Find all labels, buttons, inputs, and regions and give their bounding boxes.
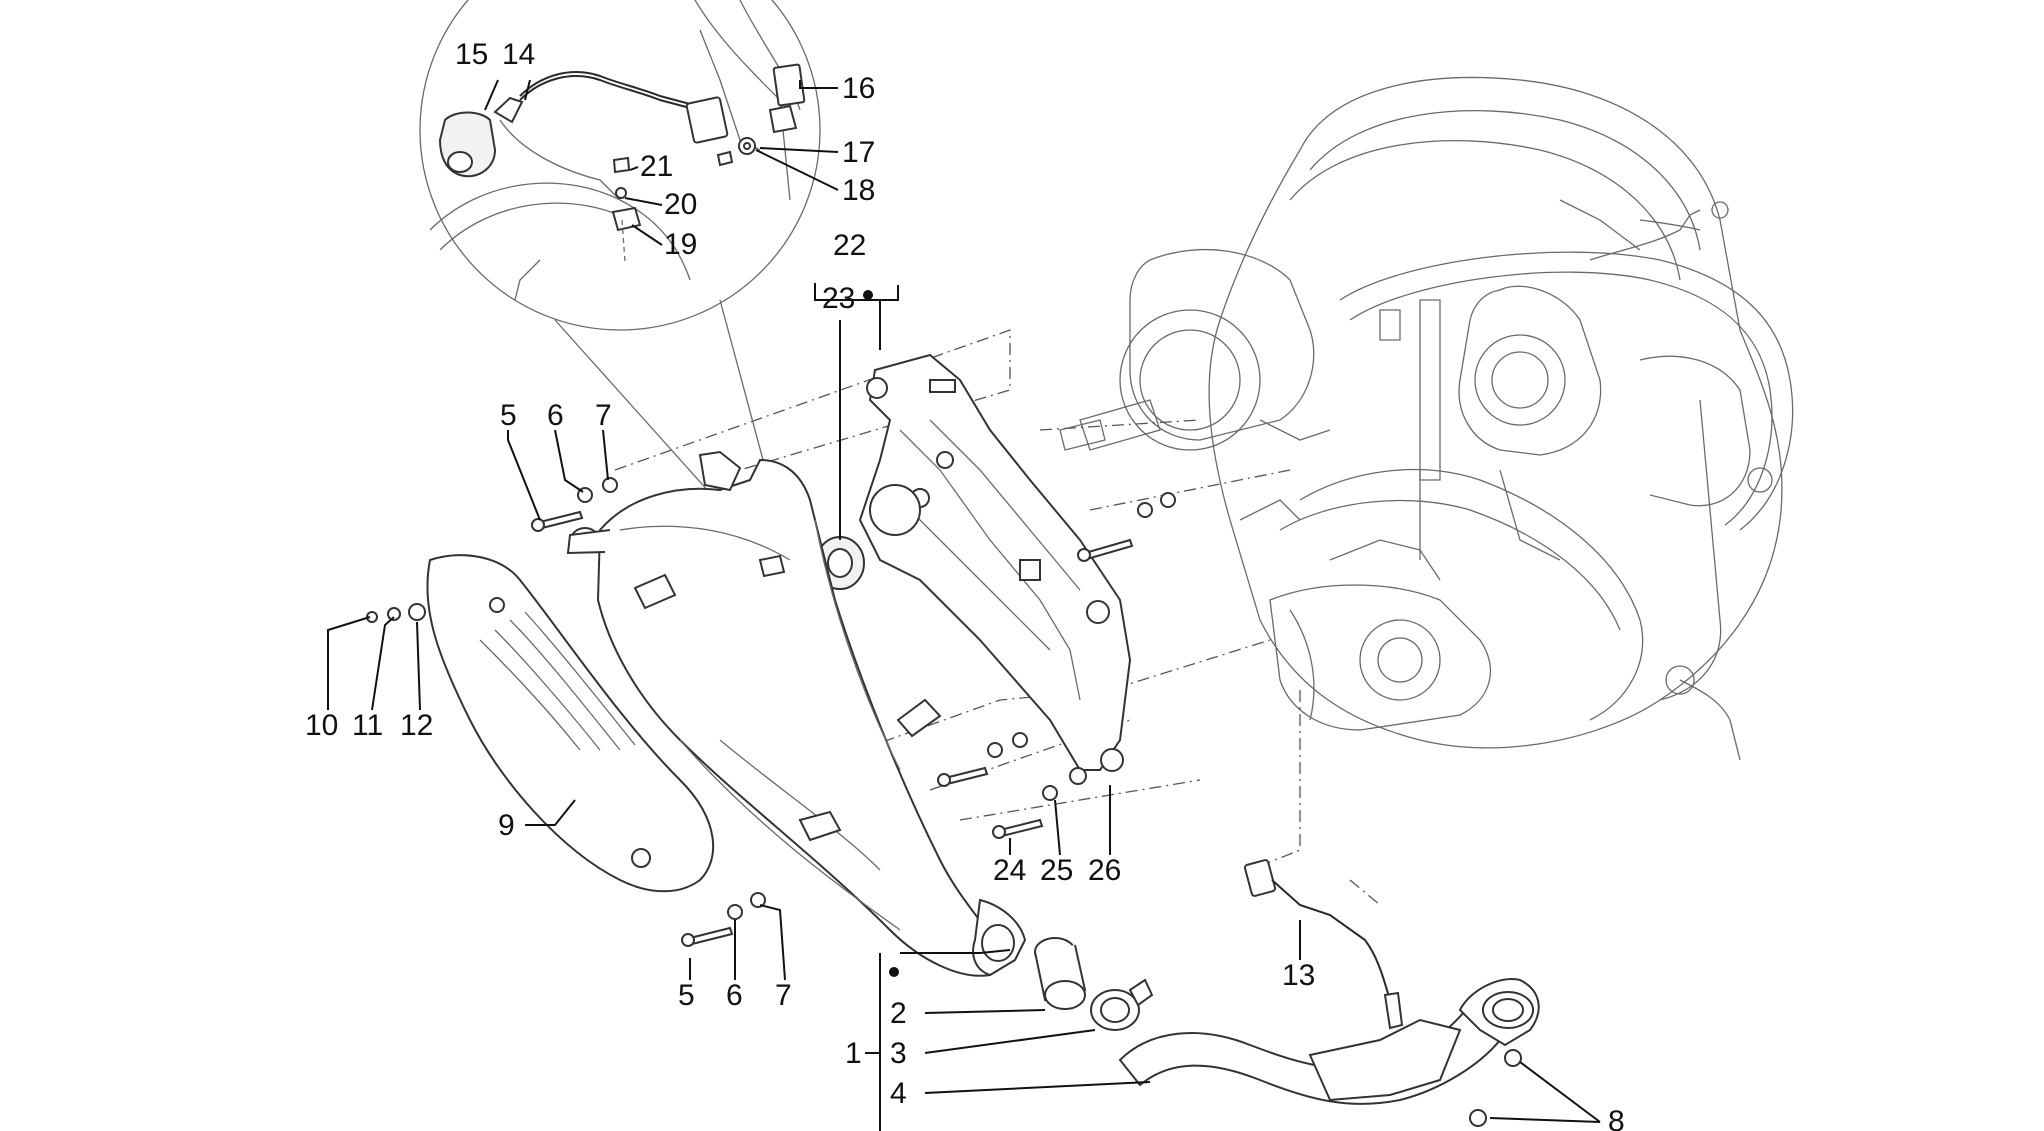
label-part-9: 9	[498, 809, 515, 842]
label-part-2: 2	[890, 997, 907, 1030]
label-part-17: 17	[842, 136, 875, 169]
detail-inset-circle	[419, 0, 821, 561]
label-part-5-lower: 5	[678, 979, 695, 1012]
label-part-7-lower: 7	[775, 979, 792, 1012]
label-part-6-upper: 6	[547, 399, 564, 432]
leader-lines	[327, 79, 1601, 1131]
fasteners	[366, 477, 1522, 1127]
clamp-part-3	[1090, 978, 1154, 1031]
label-part-14: 14	[502, 38, 535, 71]
label-part-10: 10	[305, 709, 338, 742]
label-part-21: 21	[640, 150, 673, 183]
gasket-part-2	[1034, 937, 1087, 1010]
mounting-bracket	[858, 353, 1132, 772]
label-part-3: 3	[890, 1037, 907, 1070]
label-part-5-upper: 5	[500, 399, 517, 432]
label-part-12: 12	[400, 709, 433, 742]
lambda-sensor-part-13	[1243, 859, 1404, 1030]
label-part-1: 1	[845, 1037, 862, 1070]
label-part-20: 20	[664, 188, 697, 221]
label-part-15: 15	[455, 38, 488, 71]
label-part-16: 16	[842, 72, 875, 105]
exhaust-pipe-part-4	[1118, 978, 1540, 1105]
alignment-lines	[614, 329, 1381, 906]
label-part-13: 13	[1282, 959, 1315, 992]
label-part-4: 4	[890, 1077, 907, 1110]
label-part-8: 8	[1608, 1105, 1625, 1131]
label-part-23: 23	[822, 282, 855, 315]
label-part-6-lower: 6	[726, 979, 743, 1012]
label-part-7-upper: 7	[595, 399, 612, 432]
engine-assembly	[1059, 76, 1794, 761]
label-part-24: 24	[993, 854, 1026, 887]
label-part-18: 18	[842, 174, 875, 207]
muffler-body	[566, 450, 1027, 977]
part-labels: 15 14 16 17 18 21 20 19 22 23 5 6 7 10 1…	[305, 38, 1625, 1131]
label-part-25: 25	[1040, 854, 1073, 887]
label-part-26: 26	[1088, 854, 1121, 887]
label-part-22: 22	[833, 229, 866, 262]
label-part-11: 11	[352, 709, 383, 742]
label-part-19: 19	[664, 228, 697, 261]
heat-shield-part-9	[426, 554, 715, 893]
